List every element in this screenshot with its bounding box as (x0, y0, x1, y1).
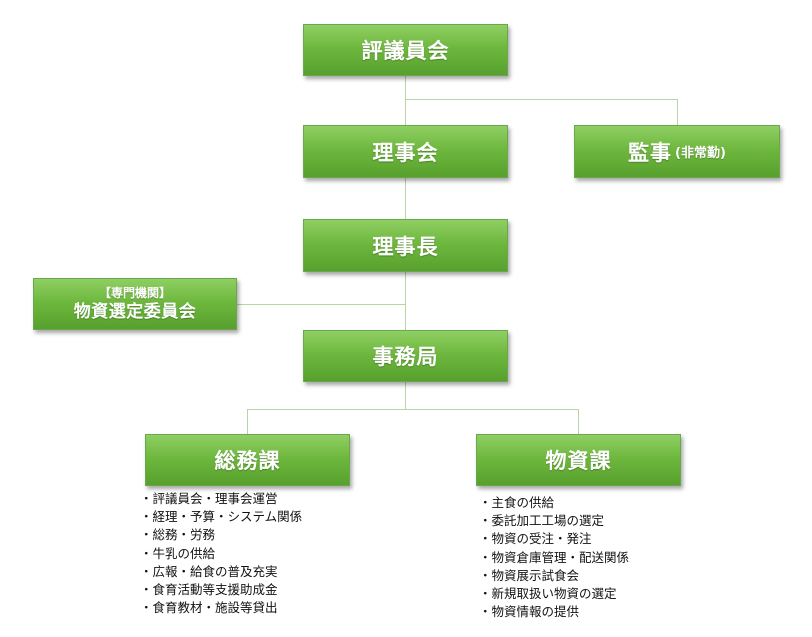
secretariat-label: 事務局 (372, 345, 439, 369)
duty-item: 経理・予算・システム関係 (140, 508, 303, 526)
duty-item: 牛乳の供給 (140, 545, 302, 563)
duty-item: 主食の供給 (479, 494, 629, 512)
specialist-name: 物資選定委員会 (73, 301, 197, 322)
general-affairs-label: 総務課 (214, 449, 281, 473)
supplies-box: 物資課 (476, 434, 681, 486)
connector-to-specialist (237, 304, 405, 305)
duty-item: 物資の受注・発注 (479, 530, 629, 548)
supplies-label: 物資課 (545, 449, 612, 473)
duty-item: 食育活動等支援助成金 (140, 581, 302, 599)
secretariat-box: 事務局 (303, 330, 508, 382)
chairman-box: 理事長 (303, 219, 508, 272)
board-label: 理事会 (372, 140, 439, 165)
duty-item: 物資展示試食会 (479, 567, 629, 585)
general-affairs-box: 総務課 (145, 434, 350, 486)
connector-to-auditor (405, 99, 678, 100)
council-box: 評議員会 (303, 24, 508, 76)
chairman-label: 理事長 (372, 234, 439, 259)
auditor-note: (非常勤) (675, 146, 726, 161)
connector-to-supplies (578, 409, 579, 434)
supplies-duty-list: 主食の供給 委託加工工場の選定 物資の受注・発注 物資倉庫管理・配送関係 物資展… (479, 494, 630, 621)
auditor-box: 監事 (非常勤) (574, 125, 780, 178)
duty-item: 物資情報の提供 (479, 603, 629, 621)
connector-secretariat-down (405, 382, 406, 409)
specialist-tag: 【専門機関】 (98, 285, 171, 300)
duty-item: 食育教材・施設等貸出 (140, 599, 302, 617)
connector-auditor-drop (677, 99, 678, 125)
duty-item: 評議員会・理事会運営 (140, 490, 302, 508)
duty-item: 広報・給食の普及充実 (140, 563, 302, 581)
board-box: 理事会 (303, 125, 508, 178)
council-label: 評議員会 (361, 39, 450, 63)
duty-item: 総務・労務 (140, 526, 302, 544)
connector-council-board (405, 76, 406, 125)
specialist-box: 【専門機関】 物資選定委員会 (33, 278, 237, 330)
connector-sections-bar (247, 409, 579, 410)
connector-to-general-affairs (247, 409, 248, 434)
general-affairs-duty-list: 評議員会・理事会運営 経理・予算・システム関係 総務・労務 牛乳の供給 広報・給… (140, 490, 303, 617)
duty-item: 委託加工工場の選定 (479, 512, 629, 530)
auditor-label: 監事 (628, 140, 673, 165)
duty-item: 新規取扱い物資の選定 (479, 585, 629, 603)
connector-board-chairman (405, 178, 406, 219)
duty-item: 物資倉庫管理・配送関係 (479, 549, 630, 567)
connector-chairman-secretariat (405, 272, 406, 330)
